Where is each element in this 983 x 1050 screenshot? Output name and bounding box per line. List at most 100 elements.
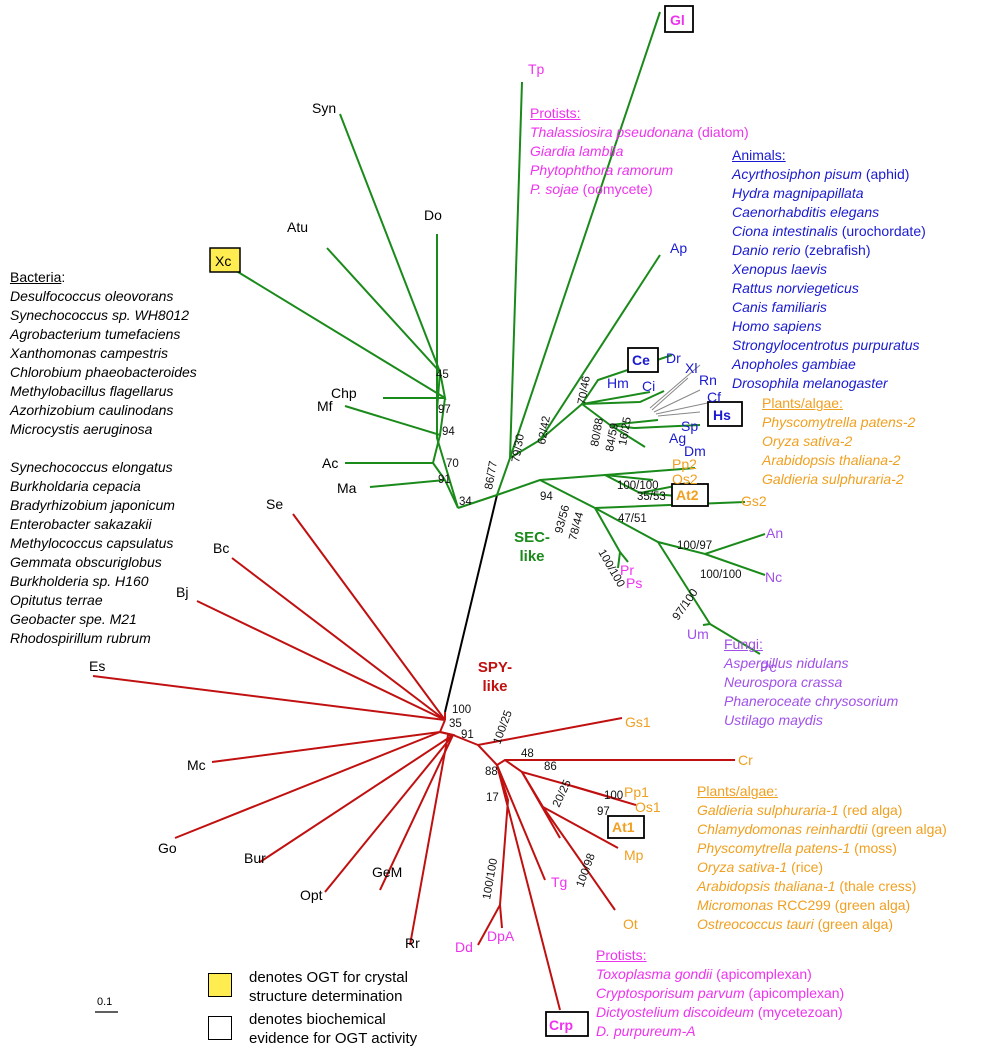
leaf-label: Es [89,658,105,674]
legend-item: Phytophthora ramorum [530,162,674,178]
support-value: 47/51 [618,513,647,525]
sec-like-label: SEC- [514,529,550,546]
leaf-label: Ma [337,480,357,496]
leaf-label: At2 [676,487,699,503]
support-value: 48 [521,748,534,760]
legend-header: Plants/algae: [697,783,778,799]
support-value: 16/25 [617,416,634,446]
legend-item: Physcomytrella patens-2 [762,414,916,430]
leaf-label: Ac [322,455,338,471]
support-value: 91 [438,474,451,486]
leaf-label: DpA [487,928,515,944]
at2-activity-box [671,483,709,507]
legend-item: Dictyostelium discoideum (mycetezoan) [596,1004,843,1020]
legend-item: Galdieria sulphuraria-1 (red alga) [697,802,903,818]
spy-like-label: SPY- [478,659,512,676]
legend-item: Physcomytrella patens-1 (moss) [697,840,897,856]
leaf-label: Dd [455,939,473,955]
support-value: 100/100 [481,857,500,900]
leaf-label: Chp [331,385,357,401]
legend-header: Protists: [530,105,581,121]
legend-item: Synechococcus sp. WH8012 [10,307,189,323]
legend-item: Rattus norviegeticus [732,280,859,296]
sec-like-label-2: like [519,548,544,565]
legend-item: Geobacter spe. M21 [10,611,137,627]
legend-header: Animals: [732,147,786,163]
support-value: 100/97 [677,540,712,552]
leaf-label: Crp [549,1017,573,1033]
key-box-text: denotes biochemical evidence for OGT act… [249,1011,418,1047]
legend-item: P. sojae (oomycete) [530,181,653,197]
support-value: 35 [449,718,462,730]
vertebrate-branches [649,364,713,417]
support-value: 62/42 [536,415,553,445]
leaf-label: Bc [213,540,229,556]
legend-item: Neurospora crassa [724,674,843,690]
legend-item: Rhodospirillum rubrum [10,630,151,646]
legend-item: Chlamydomonas reinhardtii (green alga) [697,821,947,837]
legend-item: Cryptosporisum parvum (apicomplexan) [596,985,845,1001]
sec-branches [237,11,766,655]
legend-item: Danio rerio (zebrafish) [732,242,871,258]
crp-activity-box [545,1011,589,1037]
legend-item: Acyrthosiphon pisum (aphid) [732,166,910,182]
leaf-label: Dm [684,443,706,459]
scale-label: 0.1 [97,996,113,1008]
legend-item: Desulfococcus oleovorans [10,288,174,304]
legend-item: Homo sapiens [732,318,822,334]
leaf-label: Ce [632,352,650,368]
leaf-label: Ps [626,575,642,591]
legend-item: Synechococcus elongatus [10,459,173,475]
protists-bottom-legend: Protists: Toxoplasma gondii (apicomplexa… [596,946,844,1041]
box-swatch-icon [208,1016,232,1040]
legend-item: Chlorobium phaeobacteroides [10,364,197,380]
legend-item: Ostreococcus tauri (green alga) [697,916,894,932]
leaf-label: Tg [551,874,567,890]
ce-activity-box [627,347,659,373]
plants-2-legend: Plants/algae: Physcomytrella patens-2 Or… [762,394,915,489]
leaf-label: Pp2 [672,456,697,472]
legend-item: Gemmata obscuriglobus [10,554,162,570]
support-value: 80/88 [589,417,606,447]
leaf-label: Os1 [635,799,661,815]
support-value: 97/100 [671,587,701,623]
legend-item: Oryza sativa-2 [762,433,853,449]
leaf-label: Ap [670,240,687,256]
leaf-label: Sp [681,418,698,434]
legend-item: Azorhizobium caulinodans [10,402,174,418]
leaf-label: Bj [176,584,188,600]
legend-item: Anopholes gambiae [732,356,856,372]
yellow-swatch-icon [208,973,232,997]
support-value: 100/100 [617,480,659,492]
legend-header: Bacteria: [10,269,66,285]
leaf-label: Gs1 [625,714,651,730]
leaf-label: Mp [624,847,644,863]
leaf-label: Dr [666,350,681,366]
legend-item: Agrobacterium tumefaciens [10,326,181,342]
leaf-label: Nc [765,569,782,585]
legend-item: Burkholderia sp. H160 [10,573,149,589]
support-value: 97 [597,806,610,818]
support-value: 35/53 [637,491,666,503]
support-value: 45 [436,369,449,381]
support-value: 91 [461,729,474,741]
leaf-label: Pp1 [624,784,649,800]
support-value: 20/25 [551,778,574,809]
legend-header: Plants/algae: [762,395,843,411]
support-value: 94 [442,426,455,438]
spy-like-label-2: like [482,678,507,695]
legend-item: Bradyrhizobium japonicum [10,497,175,513]
legend-item: Burkholdaria cepacia [10,478,141,494]
fungi-legend: Fungi: Aspergillus nidulans Neurospora c… [724,635,898,730]
legend-header: Fungi: [724,636,763,652]
legend-item: Giardia lamblia [530,143,624,159]
leaf-label: At1 [612,819,635,835]
support-value: 70 [446,458,459,470]
leaf-label: Go [158,840,177,856]
leaf-label: Rr [405,935,420,951]
leaf-label: Cr [738,752,753,768]
legend-item: Methylobacillus flagellarus [10,383,174,399]
leaf-label: Os2 [672,471,698,487]
leaf-label: Pr [620,562,634,578]
